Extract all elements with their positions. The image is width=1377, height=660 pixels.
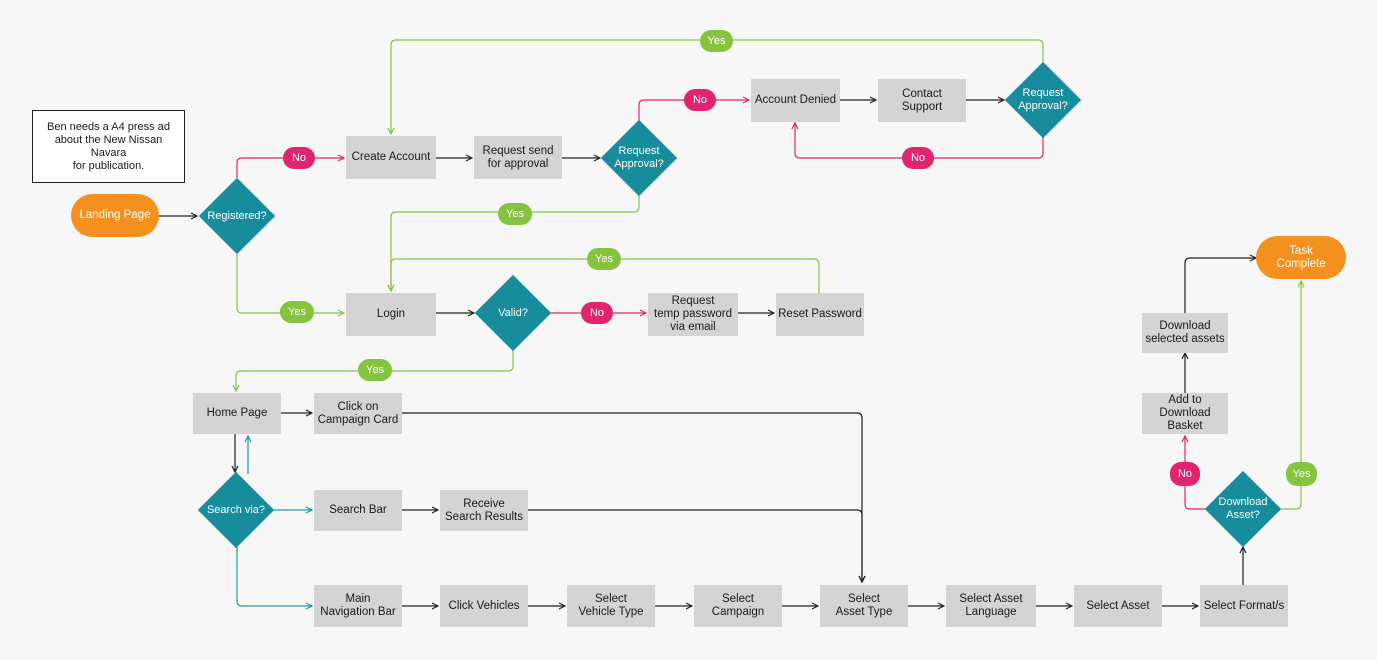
main-navigation-bar-step: Main Navigation Bar <box>314 585 402 627</box>
edge-search-mainnav <box>236 547 312 606</box>
scenario-note: Ben needs a A4 press ad about the New Ni… <box>32 110 185 183</box>
reset-password-step: Reset Password <box>776 293 864 336</box>
click-campaign-card-step: Click on Campaign Card <box>314 393 402 434</box>
contact-support-step: Contact Support <box>878 79 966 122</box>
select-vehicle-type-step: Select Vehicle Type <box>567 585 655 627</box>
yes-label-reset-password: Yes <box>587 248 621 270</box>
task-complete-terminal: Task Complete <box>1256 236 1346 279</box>
yes-label-top: Yes <box>700 30 733 52</box>
click-vehicles-step: Click Vehicles <box>440 585 528 627</box>
no-label-temp-password: No <box>581 302 613 324</box>
account-denied-step: Account Denied <box>751 79 840 122</box>
no-label-download: No <box>1170 462 1200 486</box>
search-via-decision: Search via? <box>196 471 276 549</box>
select-asset-type-step: Select Asset Type <box>820 585 908 627</box>
select-campaign-step: Select Campaign <box>694 585 782 627</box>
no-label-account-denied: No <box>684 89 716 111</box>
edge-results-assettype <box>528 509 862 582</box>
receive-search-results-step: Receive Search Results <box>440 490 528 531</box>
edge-no-approval-denied <box>638 100 749 126</box>
no-label-create-account: No <box>283 147 315 169</box>
yes-label-home: Yes <box>358 359 392 381</box>
request-approval-decision-1: Request Approval? <box>600 119 678 197</box>
no-label-request-approval: No <box>902 147 934 169</box>
registered-decision: Registered? <box>197 177 277 255</box>
edge-yes-registered-login <box>236 254 344 313</box>
home-page-step: Home Page <box>193 393 281 434</box>
search-bar-step: Search Bar <box>314 490 402 531</box>
request-approval-decision-2: Request Approval? <box>1004 61 1082 139</box>
edge-no-download-basket <box>1185 436 1206 510</box>
request-temp-password-step: Request temp password via email <box>648 293 738 336</box>
yes-label-request-approval: Yes <box>498 203 532 225</box>
edge-selected-complete <box>1184 258 1256 313</box>
login-step: Login <box>346 293 436 336</box>
create-account-step: Create Account <box>346 136 436 179</box>
yes-label-login: Yes <box>280 301 314 323</box>
valid-decision: Valid? <box>474 274 552 352</box>
select-asset-language-step: Select Asset Language <box>946 585 1036 627</box>
edge-yes-download-complete <box>1281 281 1301 510</box>
select-asset-step: Select Asset <box>1074 585 1162 627</box>
select-formats-step: Select Format/s <box>1200 585 1288 627</box>
edge-no-registered-create <box>236 158 344 178</box>
request-send-step: Request send for approval <box>474 136 562 179</box>
download-selected-assets-step: Download selected assets <box>1142 313 1228 353</box>
yes-label-download: Yes <box>1286 462 1317 486</box>
add-to-download-basket-step: Add to Download Basket <box>1142 393 1228 434</box>
landing-page-terminal: Landing Page <box>71 194 159 237</box>
edge-campaign-assettype <box>402 412 862 582</box>
download-asset-decision: Download Asset? <box>1204 470 1282 548</box>
